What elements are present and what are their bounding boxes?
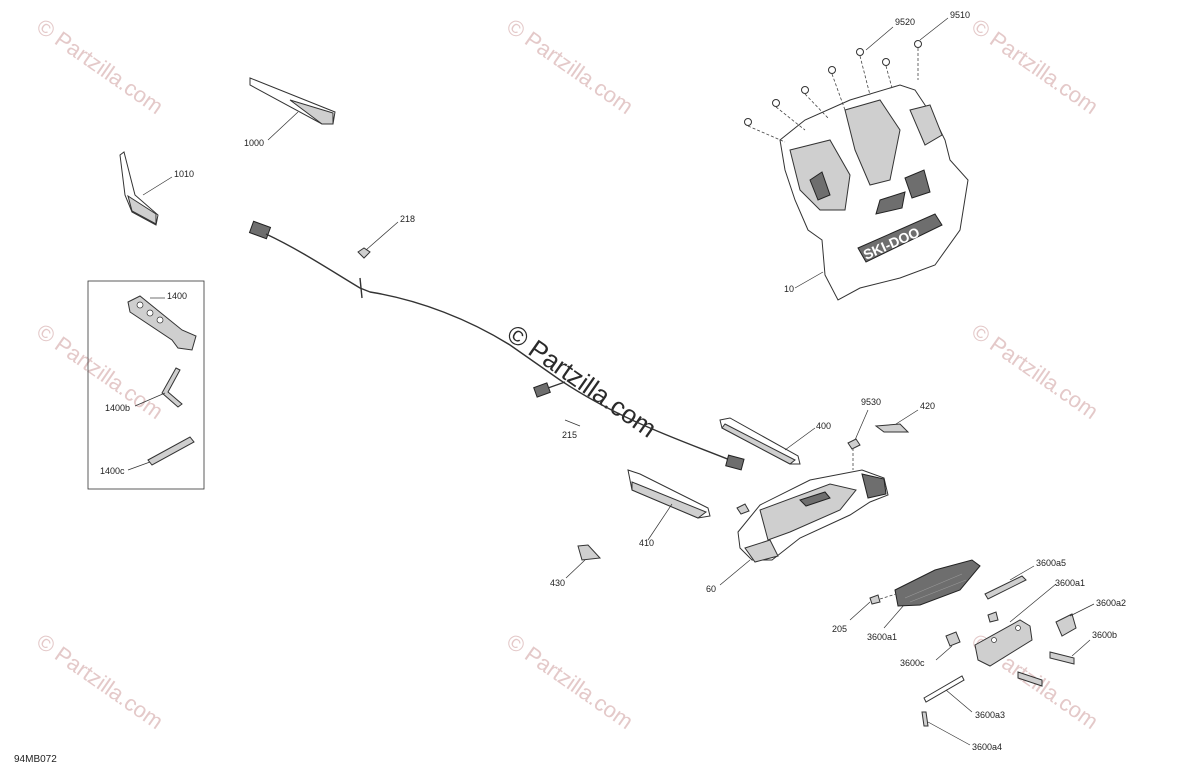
callout-3600a5: 3600a5 (1036, 558, 1066, 568)
watermark: © Partzilla.com (32, 629, 168, 735)
part-430[interactable]: 430 (550, 544, 602, 588)
callout-3600a1: 3600a1 (1055, 578, 1085, 588)
callout-3600a2: 3600a2 (1096, 598, 1126, 608)
part-410[interactable]: 410 (627, 469, 711, 548)
diagram-code: 94MB072 (14, 754, 57, 765)
callout-3600a4: 3600a4 (972, 742, 1002, 752)
part-420[interactable]: 420 (874, 401, 935, 433)
callout-200: 3600a1 (867, 632, 897, 642)
part-1400c[interactable]: 1400c (100, 436, 195, 476)
callout-9520: 9520 (895, 17, 915, 27)
callout-9530: 9530 (861, 397, 881, 407)
watermark: © Partzilla.com (502, 629, 638, 735)
callout-3600c: 3600c (900, 658, 925, 668)
part-3600a4[interactable]: 3600a4 (921, 711, 1002, 752)
fastener-screws (744, 40, 922, 143)
watermark: © Partzilla.com (967, 14, 1103, 120)
callout-218: 218 (400, 214, 415, 224)
callout-1400: 1400 (167, 291, 187, 301)
part-400[interactable]: 400 (719, 417, 831, 465)
callout-10: 10 (784, 284, 794, 294)
part-3600a1-bracket[interactable]: 3600a1 (974, 578, 1085, 667)
callout-215: 215 (562, 430, 577, 440)
callout-400: 400 (816, 421, 831, 431)
watermark-layer: © Partzilla.com © Partzilla.com © Partzi… (32, 14, 1103, 735)
part-3600b[interactable]: 3600b (1049, 630, 1117, 665)
watermark: © Partzilla.com (32, 319, 168, 425)
part-200-lens[interactable]: 3600a1 (867, 559, 981, 642)
callout-3600a3: 3600a3 (975, 710, 1005, 720)
tool-kit-box: 1400 1400b 1400c (87, 280, 205, 490)
part-1400[interactable]: 1400 (127, 291, 197, 351)
part-1000[interactable]: 1000 (244, 77, 336, 148)
callout-420: 420 (920, 401, 935, 411)
callout-3600b: 3600b (1092, 630, 1117, 640)
part-3600a5[interactable]: 3600a5 (984, 558, 1066, 600)
part-3600a2[interactable]: 3600a2 (1055, 598, 1126, 637)
part-60-housing[interactable]: 60 (706, 469, 889, 594)
callout-410: 410 (639, 538, 654, 548)
callout-9510: 9510 (950, 10, 970, 20)
callout-60: 60 (706, 584, 716, 594)
callout-430: 430 (550, 578, 565, 588)
watermark: © Partzilla.com (32, 14, 168, 120)
part-215-harness[interactable]: 215 (248, 220, 745, 471)
part-10-rear-panel[interactable]: SKI-DOO 9520 9510 10 (744, 10, 971, 301)
part-1010[interactable]: 1010 (119, 151, 194, 226)
callout-1400b: 1400b (105, 403, 130, 413)
callout-1010: 1010 (174, 169, 194, 179)
part-218[interactable]: 218 (357, 214, 415, 259)
watermark: © Partzilla.com (967, 319, 1103, 425)
part-9530[interactable]: 9530 (847, 397, 881, 470)
callout-1000: 1000 (244, 138, 264, 148)
part-205[interactable]: 205 (832, 593, 897, 634)
part-1400b[interactable]: 1400b (105, 367, 183, 413)
callout-1400c: 1400c (100, 466, 125, 476)
part-3600a3[interactable]: 3600a3 (923, 675, 1005, 720)
callout-205: 205 (832, 624, 847, 634)
watermark-center: © Partzilla.com (502, 318, 663, 443)
watermark: © Partzilla.com (502, 14, 638, 120)
part-3600c[interactable]: 3600c (900, 611, 1043, 687)
